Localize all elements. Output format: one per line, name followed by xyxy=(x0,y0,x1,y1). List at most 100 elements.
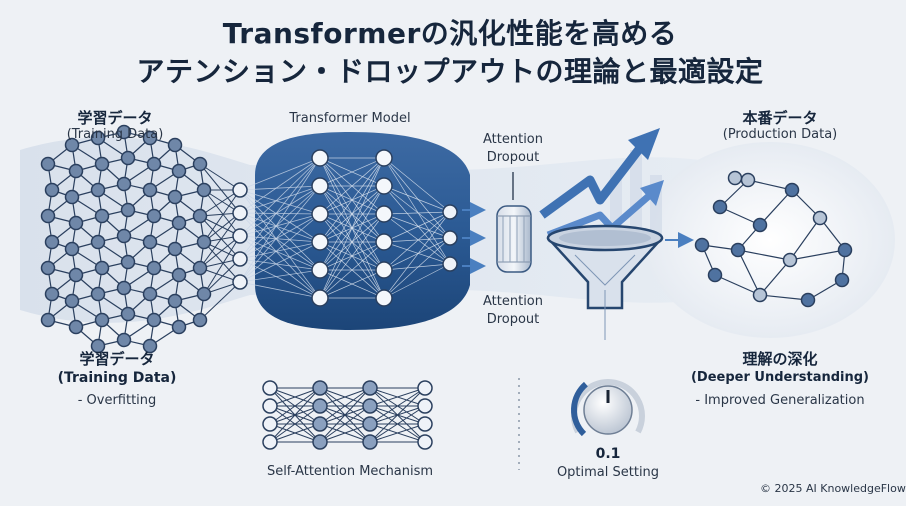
model-output-node xyxy=(442,256,458,272)
training-data-node xyxy=(146,260,162,276)
training-data-node xyxy=(90,130,106,146)
production-en: (Production Data) xyxy=(722,127,838,142)
self-attention-node xyxy=(417,398,433,414)
training-data-node xyxy=(196,286,212,302)
self-attention-node xyxy=(312,380,328,396)
dropout-dial-icon xyxy=(496,205,532,273)
training-data-node xyxy=(171,319,187,335)
training-data-node xyxy=(44,234,60,250)
training-data-node xyxy=(192,156,208,172)
production-data-node xyxy=(752,287,768,303)
production-data-node xyxy=(784,182,800,198)
training-data-node xyxy=(64,137,80,153)
training-data-node xyxy=(146,156,162,172)
training-data-node xyxy=(116,332,132,348)
model-hidden-node xyxy=(375,233,393,251)
training-data-node xyxy=(94,208,110,224)
dropout-top-line2: Dropout xyxy=(486,150,540,165)
dropout-bottom-line2: Dropout xyxy=(486,312,540,327)
training-data-node xyxy=(94,260,110,276)
model-hidden-node xyxy=(311,149,329,167)
training-data-node xyxy=(44,182,60,198)
self-attention-node xyxy=(262,398,278,414)
knob-icon xyxy=(571,379,645,437)
self-attention-node xyxy=(362,380,378,396)
transformer-model-shape xyxy=(255,132,470,330)
deeper-note: - Improved Generalization xyxy=(695,393,865,408)
self-attention-node xyxy=(362,416,378,432)
training-data-node xyxy=(142,234,158,250)
training-data-node xyxy=(142,286,158,302)
model-hidden-node xyxy=(311,261,329,279)
training-data-node xyxy=(68,215,84,231)
knob-value: 0.1 xyxy=(595,446,621,462)
training-data-node xyxy=(146,312,162,328)
training-data-node xyxy=(171,267,187,283)
training-data-node xyxy=(167,293,183,309)
model-hidden-node xyxy=(375,149,393,167)
production-data-node xyxy=(752,217,768,233)
title-line-2: アテンション・ドロップアウトの理論と最適設定 xyxy=(136,55,764,88)
training-data-node xyxy=(167,189,183,205)
self-attention-node xyxy=(362,434,378,450)
model-hidden-node xyxy=(375,289,393,307)
training-data-node xyxy=(196,234,212,250)
model-label: Transformer Model xyxy=(289,111,411,126)
training-data-node xyxy=(90,338,106,354)
model-input-node xyxy=(232,205,248,221)
training-data-node xyxy=(116,280,132,296)
deeper-jp: 理解の深化 xyxy=(742,350,818,368)
self-attention-node xyxy=(312,398,328,414)
training-data-node xyxy=(142,130,158,146)
self-attention-node xyxy=(362,398,378,414)
title-line-1: Transformerの汎化性能を高める xyxy=(222,17,678,50)
dropout-top-line1: Attention xyxy=(483,132,543,147)
production-data-node xyxy=(712,199,728,215)
production-data-node xyxy=(707,267,723,283)
training-data-node xyxy=(116,228,132,244)
training-data-node xyxy=(146,208,162,224)
deeper-en: (Deeper Understanding) xyxy=(690,370,869,385)
training-data-node xyxy=(116,124,132,140)
training-data-node xyxy=(192,260,208,276)
training-data-node xyxy=(94,156,110,172)
training-data-node xyxy=(64,293,80,309)
production-data-node xyxy=(834,272,850,288)
training-data-node xyxy=(142,182,158,198)
model-input-node xyxy=(232,251,248,267)
self-attention-node xyxy=(417,434,433,450)
training-bottom-en: (Training Data) xyxy=(57,370,177,386)
training-data-node xyxy=(116,176,132,192)
training-data-node xyxy=(120,202,136,218)
model-output-node xyxy=(442,230,458,246)
training-top-en: (Training Data) xyxy=(66,127,164,142)
footer-copyright: © 2025 AI KnowledgeFlow xyxy=(760,482,906,495)
self-attention-node xyxy=(417,416,433,432)
model-input-node xyxy=(232,228,248,244)
self-attention-node xyxy=(262,434,278,450)
model-hidden-node xyxy=(311,177,329,195)
training-top-jp: 学習データ xyxy=(77,109,153,127)
production-data-node xyxy=(730,242,746,258)
training-data-node xyxy=(40,156,56,172)
training-data-node xyxy=(196,182,212,198)
training-bottom-note: - Overfitting xyxy=(77,393,157,408)
self-attention-node xyxy=(312,434,328,450)
training-data-node xyxy=(192,312,208,328)
dropout-bottom-line1: Attention xyxy=(483,294,543,309)
training-data-node xyxy=(68,163,84,179)
knob-label: Optimal Setting xyxy=(556,465,660,480)
training-data-node xyxy=(90,234,106,250)
self-attention-node xyxy=(417,380,433,396)
training-data-node xyxy=(142,338,158,354)
model-hidden-node xyxy=(375,261,393,279)
self-attention-node xyxy=(312,416,328,432)
production-data-node xyxy=(782,252,798,268)
training-data-node xyxy=(192,208,208,224)
training-data-node xyxy=(40,312,56,328)
production-data-node xyxy=(727,170,743,186)
self-attention-network-icon xyxy=(262,380,433,450)
training-data-node xyxy=(171,215,187,231)
production-data-node xyxy=(837,242,853,258)
training-data-node xyxy=(167,241,183,257)
